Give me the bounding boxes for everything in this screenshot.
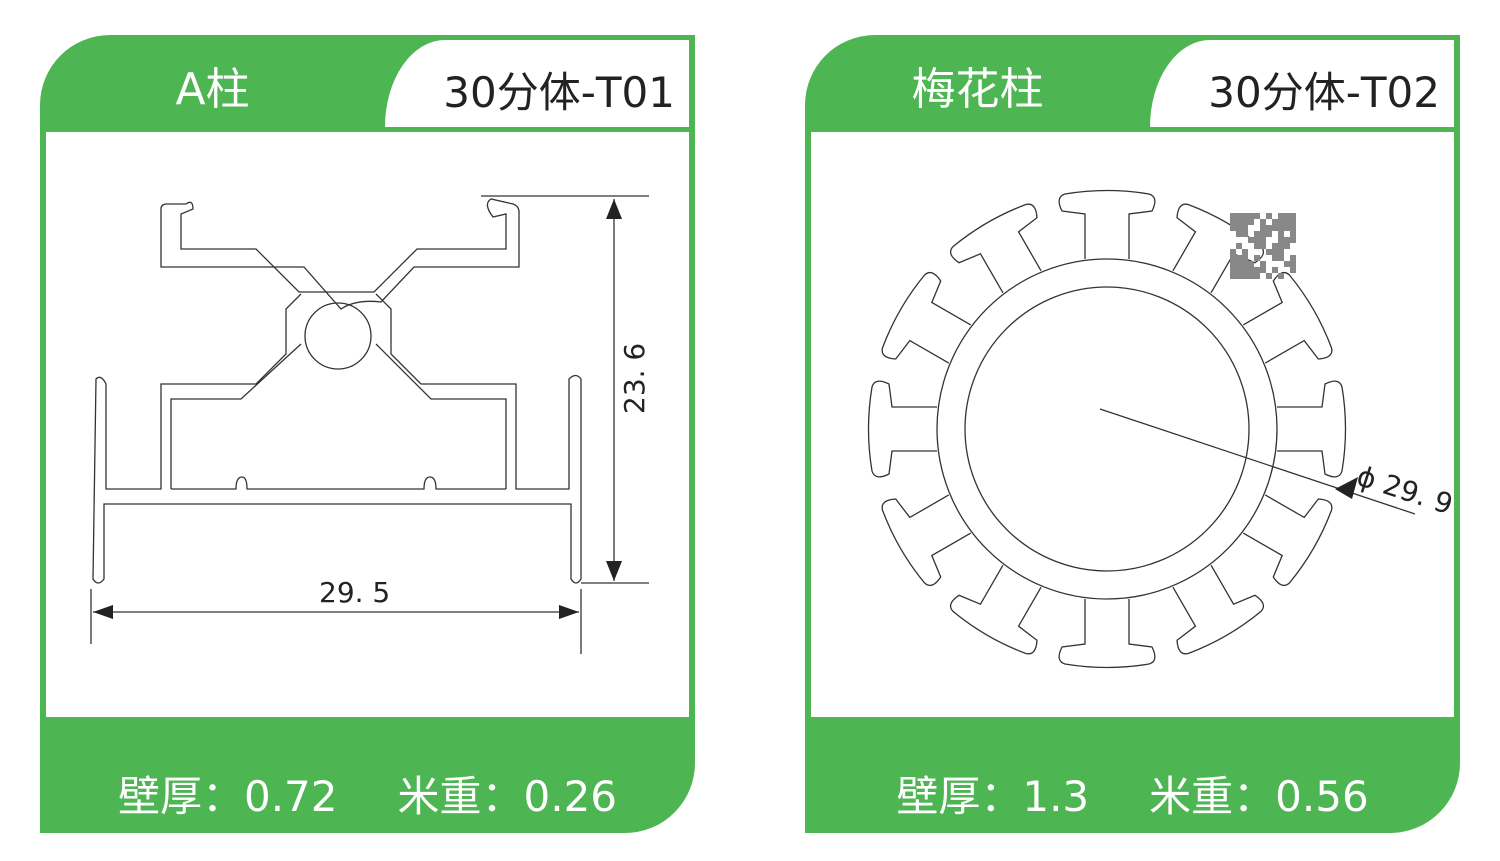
model-tab	[1150, 40, 1454, 127]
product-card-plum-column: 梅花柱 30分体-T02 ϕ 29. 9 壁厚：1.3 米重：0.56	[805, 35, 1460, 833]
wall-thickness-label: 壁厚：	[117, 771, 244, 821]
meter-weight-label: 米重：	[1149, 771, 1276, 821]
profile-tooth	[1172, 203, 1265, 294]
width-dimension: 29. 5	[319, 576, 390, 609]
plum-column-profile-drawing: ϕ 29. 9	[867, 189, 1454, 669]
wall-thickness-value: 1.3	[1022, 771, 1090, 821]
profile-tooth	[1242, 494, 1333, 587]
dimension-arrows	[93, 199, 622, 619]
profile-tooth	[1058, 189, 1156, 259]
wall-thickness-label: 壁厚：	[896, 771, 1023, 821]
height-dimension: 23. 6	[618, 343, 651, 414]
diameter-arrow	[1335, 477, 1358, 499]
profile-tooth	[1242, 271, 1333, 364]
profile-tooth	[1172, 564, 1265, 655]
model-number: 30分体-T01	[443, 68, 675, 117]
profile-tooth	[881, 271, 972, 364]
profile-tooth	[867, 380, 937, 478]
profile-tooth	[949, 564, 1042, 655]
model-number: 30分体-T02	[1208, 68, 1440, 117]
profile-outline	[160, 198, 520, 310]
spec-footer: 壁厚：1.3 米重：0.56	[805, 753, 1460, 833]
meter-weight-label: 米重：	[397, 771, 524, 821]
drawing-area	[811, 132, 1454, 717]
product-card-a-column: A柱 30分体-T01 29. 5 23. 6 壁厚：0.72 米重：0.26	[40, 35, 695, 833]
drawing-area	[46, 132, 689, 717]
meter-weight-value: 0.26	[523, 771, 618, 821]
product-name: A柱	[175, 64, 250, 115]
model-tab	[385, 40, 689, 127]
profile-tooth	[1277, 380, 1347, 478]
profile-tooth	[949, 203, 1042, 294]
meter-weight-value: 0.56	[1275, 771, 1369, 821]
spec-footer: 壁厚：0.72 米重：0.26	[40, 753, 695, 833]
product-name: 梅花柱	[911, 64, 1044, 115]
diameter-dimension: ϕ 29. 9	[1353, 459, 1454, 521]
profile-tooth	[1058, 599, 1156, 669]
wall-thickness-value: 0.72	[243, 771, 338, 821]
a-column-profile-drawing: 29. 5 23. 6	[90, 195, 651, 654]
qr-code-icon	[1230, 213, 1296, 279]
profile-tooth	[881, 494, 972, 587]
